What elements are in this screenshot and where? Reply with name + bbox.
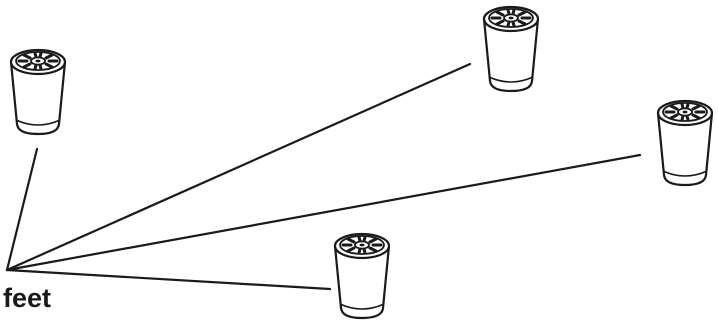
leader-lines bbox=[7, 64, 640, 289]
leader-line-2 bbox=[7, 64, 470, 270]
leader-line-3 bbox=[7, 155, 640, 270]
leader-line-4 bbox=[7, 270, 330, 289]
furniture-foot-4 bbox=[335, 234, 389, 318]
furniture-foot-3 bbox=[658, 101, 712, 185]
feet-label: feet bbox=[3, 283, 51, 313]
furniture-foot-2 bbox=[484, 7, 538, 91]
furniture-foot-1 bbox=[11, 50, 65, 134]
leader-line-1 bbox=[7, 149, 37, 270]
